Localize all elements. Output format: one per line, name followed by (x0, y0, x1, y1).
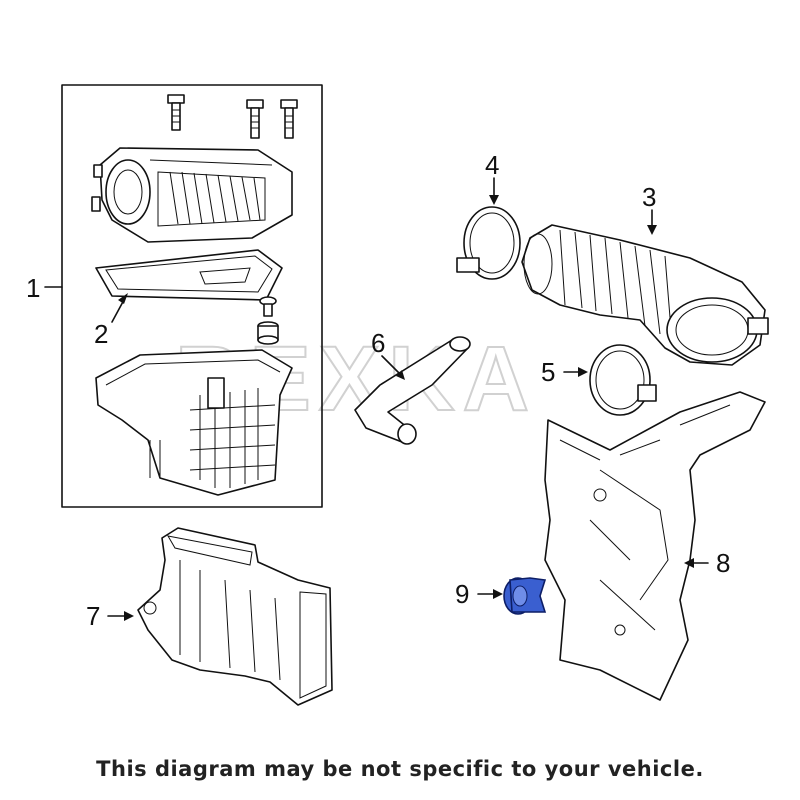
air-inlet-duct (137, 527, 333, 706)
bolt-group (167, 94, 298, 139)
hose-clamp-upper (456, 206, 521, 280)
arrow-3 (647, 225, 657, 235)
air-filter (95, 249, 283, 301)
arrow-7 (124, 611, 134, 621)
push-pin-retainer (503, 577, 547, 615)
assembly-box (61, 84, 323, 508)
callout-9: 9 (455, 579, 469, 609)
disclaimer-caption: This diagram may be not specific to your… (96, 757, 704, 781)
callout-5: 5 (541, 357, 555, 387)
arrow-8 (684, 558, 694, 568)
callout-8: 8 (716, 548, 730, 578)
arrow-4 (489, 195, 499, 205)
arrow-6 (396, 370, 405, 380)
callout-6: 6 (371, 328, 385, 358)
bolt-right (280, 99, 298, 139)
bolt-left (167, 94, 185, 131)
intake-hose (521, 224, 769, 366)
air-cleaner-lower-housing (95, 349, 293, 496)
grommet (257, 296, 279, 345)
callout-3: 3 (642, 182, 656, 212)
arrow-9 (493, 589, 503, 599)
leader-6 (381, 355, 401, 375)
callout-7: 7 (86, 601, 100, 631)
air-cleaner-cover (91, 147, 293, 243)
bolt-middle (246, 99, 264, 139)
callout-1: 1 (26, 273, 40, 303)
callout-4: 4 (485, 150, 499, 180)
breather-hose (354, 336, 471, 445)
hose-clamp-lower (589, 344, 657, 416)
splash-shield (544, 391, 766, 701)
arrow-5 (578, 367, 588, 377)
arrow-2 (118, 293, 128, 304)
callout-2: 2 (94, 319, 108, 349)
